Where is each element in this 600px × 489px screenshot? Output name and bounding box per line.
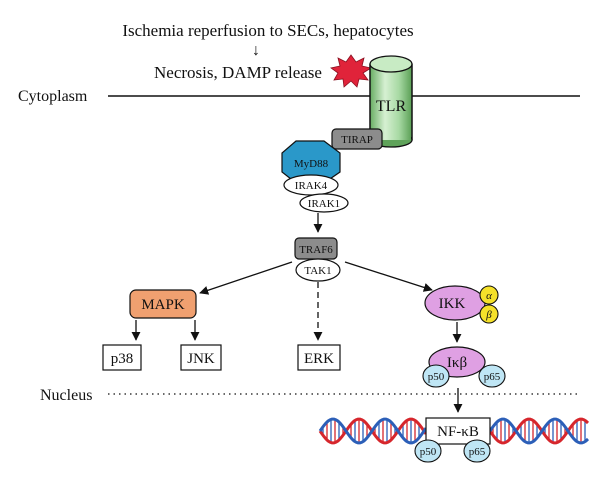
ikb-complex: Iκβ p50 p65 — [422, 346, 506, 388]
trigger-arrow: ↓ — [252, 42, 260, 59]
dna-strand — [488, 417, 590, 445]
p38-target: p38 — [102, 344, 142, 371]
irak1-protein: IRAK1 — [299, 193, 349, 213]
nfkb-label: NF-κB — [437, 424, 479, 440]
p38-label: p38 — [111, 351, 134, 367]
ikb-label: Iκβ — [447, 355, 467, 371]
irak4-label: IRAK4 — [295, 180, 328, 192]
ikb-p65-label: p65 — [484, 371, 501, 383]
arrow-tak1-to-mapk — [199, 261, 293, 295]
ikk-alpha-label: α — [486, 290, 492, 302]
trigger-text: Ischemia reperfusion to SECs, hepatocyte… — [122, 21, 413, 40]
jnk-target: JNK — [180, 344, 222, 371]
arrow-tak1-to-ikk — [344, 261, 433, 292]
traf6-protein: TRAF6 — [294, 237, 338, 260]
tlr-receptor: TLR — [369, 55, 413, 148]
dna-strand — [488, 417, 590, 445]
erk-target: ERK — [297, 344, 341, 371]
nfkb-p65-label: p65 — [469, 446, 486, 458]
tirap-label: TIRAP — [341, 134, 373, 146]
irak4-protein: IRAK4 — [283, 174, 339, 196]
ikk-complex: IKK α β — [424, 285, 499, 324]
cytoplasm-label: Cytoplasm — [18, 88, 88, 105]
dna-helix-left — [318, 417, 428, 445]
nucleus-label: Nucleus — [40, 387, 92, 404]
ikb-p50-label: p50 — [428, 371, 445, 383]
ikk-label: IKK — [439, 296, 466, 312]
dna-helix-right — [488, 417, 590, 445]
myd88-label: MyD88 — [294, 158, 329, 170]
dna-strand — [318, 417, 428, 445]
nfkb-p50-label: p50 — [420, 446, 437, 458]
jnk-label: JNK — [187, 351, 215, 367]
tak1-protein: TAK1 — [295, 258, 341, 282]
ikk-beta-label: β — [485, 309, 492, 321]
dna-strand — [318, 417, 428, 445]
necrosis-text: Necrosis, DAMP release — [154, 63, 322, 82]
tak1-label: TAK1 — [304, 265, 331, 277]
traf6-label: TRAF6 — [299, 244, 333, 256]
irak1-label: IRAK1 — [308, 198, 340, 210]
mapk-protein: MAPK — [129, 289, 197, 319]
damp-burst-icon — [330, 54, 373, 88]
tirap-protein: TIRAP — [331, 128, 383, 150]
nfkb-complex: NF-κB p50 p65 — [414, 417, 491, 463]
mapk-label: MAPK — [141, 297, 185, 313]
tlr-label: TLR — [376, 98, 407, 115]
erk-label: ERK — [304, 351, 334, 367]
